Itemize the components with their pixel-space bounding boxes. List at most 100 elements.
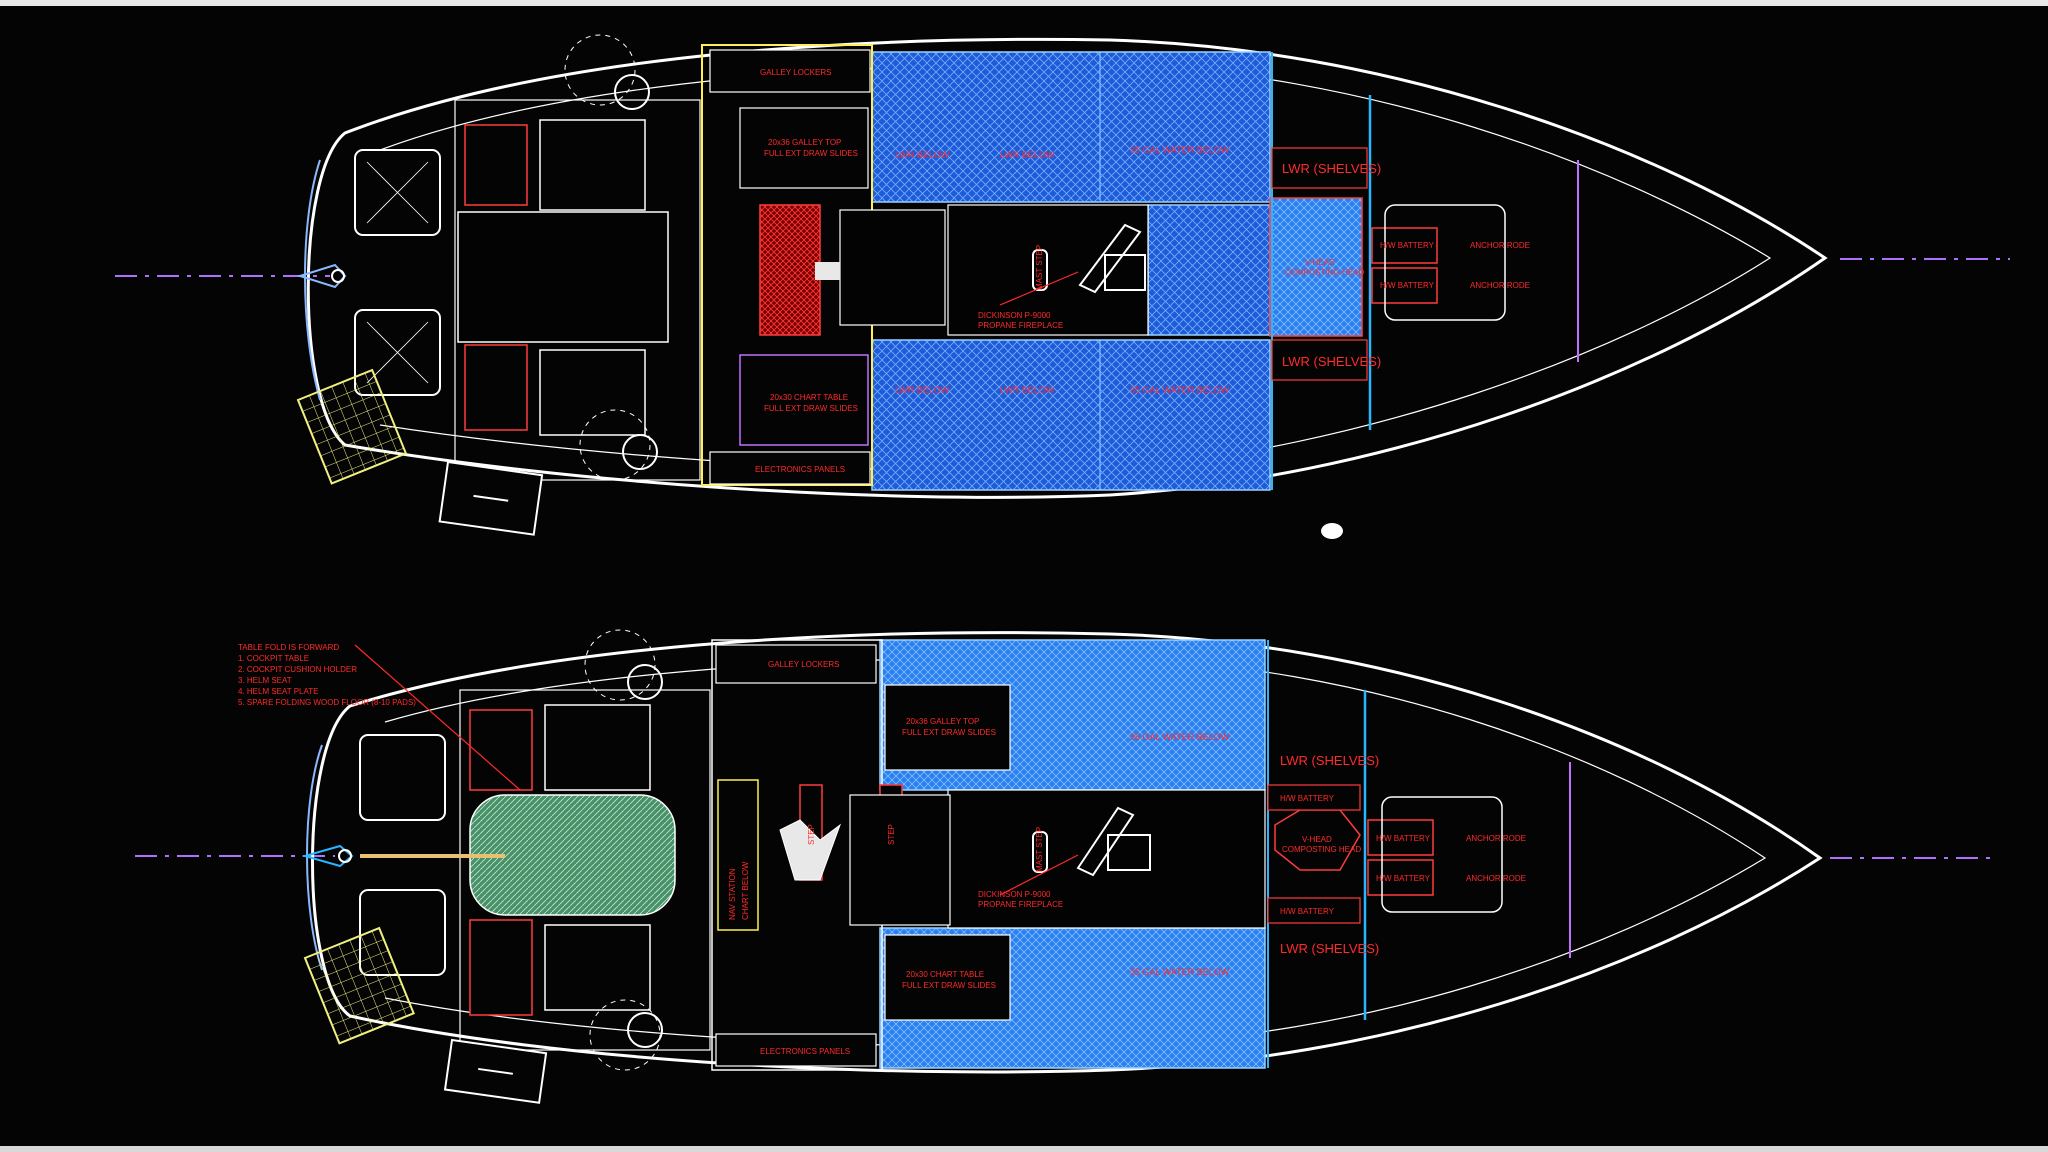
top-water-tank-2: 35 GAL WATER BELOW xyxy=(1130,385,1230,395)
bottom-lwr-shelves-2: LWR (SHELVES) xyxy=(1280,941,1379,956)
top-lwr-box-stbd xyxy=(1271,147,1368,189)
top-galley-lockers-label: GALLEY LOCKERS xyxy=(760,68,831,77)
bottom-galley-lockers-label: GALLEY LOCKERS xyxy=(768,660,839,669)
bottom-engine-stbd xyxy=(544,704,651,791)
top-rudder xyxy=(296,263,347,289)
top-galley-slides-label: FULL EXT DRAW SLIDES xyxy=(764,149,858,158)
top-locker-port xyxy=(464,344,528,431)
window-bottom-edge xyxy=(0,1146,2048,1152)
top-step-plate xyxy=(438,460,544,536)
callout-line-5: 5. SPARE FOLDING WOOD FLOOR (8-10 PADS) xyxy=(238,698,416,707)
bottom-galley-lockers-box xyxy=(715,644,877,684)
bottom-locker-stbd xyxy=(469,709,533,791)
top-battery-1: H/W BATTERY xyxy=(1380,241,1435,250)
top-mast-step xyxy=(1032,249,1048,291)
top-engine-stbd xyxy=(539,119,646,211)
bottom-nav-station-label: NAV STATION xyxy=(728,868,737,920)
bottom-galley-slides-label: FULL EXT DRAW SLIDES xyxy=(902,728,996,737)
bottom-step-label-1: STEP xyxy=(807,824,816,845)
bottom-electronics-box xyxy=(715,1033,877,1067)
bottom-head-sub: COMPOSTING HEAD xyxy=(1282,845,1361,854)
top-head-label: V-HEAD xyxy=(1305,258,1335,267)
bottom-battery-label-a: H/W BATTERY xyxy=(1280,794,1335,803)
top-chart-table-label: 20x30 CHART TABLE xyxy=(770,393,848,402)
top-tank-port xyxy=(871,339,1271,491)
top-fireplace-leader xyxy=(999,271,1079,306)
bottom-chart-inset xyxy=(884,934,1011,1021)
bottom-nav-station xyxy=(717,779,759,931)
bottom-battery-label-d: H/W BATTERY xyxy=(1376,874,1431,883)
top-lwr-below-2: LWR BELOW xyxy=(1000,150,1055,160)
top-winch-port xyxy=(622,434,658,470)
top-anchor-frame xyxy=(1384,204,1506,321)
top-electronics-box xyxy=(709,451,871,485)
bottom-chart-table-label: 20x30 CHART TABLE xyxy=(906,970,984,979)
callout-title: TABLE FOLD IS FORWARD xyxy=(238,643,339,652)
bottom-step-plate xyxy=(443,1038,548,1104)
top-winch-port-dash xyxy=(579,409,651,481)
bottom-mast-step xyxy=(1032,831,1048,873)
bottom-deck-plan: GALLEY LOCKERS 20x36 GALLEY TOP FULL EXT… xyxy=(135,629,1995,1104)
bottom-engine-port xyxy=(544,924,651,1011)
bottom-fireplace-label-2: PROPANE FIREPLACE xyxy=(978,900,1063,909)
bottom-fireplace-pipe xyxy=(1076,806,1135,877)
bottom-companion-box xyxy=(849,794,951,926)
top-battery-port xyxy=(1371,267,1438,304)
top-cockpit-frame xyxy=(454,99,701,481)
bottom-fireplace-label-1: DICKINSON P-9000 xyxy=(978,890,1051,899)
bottom-water-tank-1: 35 GAL WATER BELOW xyxy=(1130,732,1230,742)
top-battery-2: H/W BATTERY xyxy=(1380,281,1435,290)
top-winch-stbd-dash xyxy=(564,34,636,106)
top-lwr-shelves-1: LWR (SHELVES) xyxy=(1282,161,1381,176)
top-lwr-below-4: LWR BELOW xyxy=(1000,385,1055,395)
bottom-battery-port xyxy=(1367,859,1434,896)
callout-line-1: 1. COCKPIT TABLE xyxy=(238,654,309,663)
bottom-locker-port xyxy=(469,919,533,1016)
top-companionway xyxy=(759,204,821,336)
cursor-mark xyxy=(1321,523,1343,539)
bottom-winch-port-dash xyxy=(589,999,661,1071)
bottom-mast-step-label: MAST STEP xyxy=(1035,827,1044,872)
top-chart-slides-label: FULL EXT DRAW SLIDES xyxy=(764,404,858,413)
top-lwr-shelves-2: LWR (SHELVES) xyxy=(1282,354,1381,369)
bottom-fireplace-leader xyxy=(999,854,1079,896)
top-winch-stbd xyxy=(614,74,650,110)
top-swim-ladder xyxy=(296,368,408,485)
top-anchor-rode-2: ANCHOR RODE xyxy=(1470,281,1530,290)
top-rudder-post xyxy=(331,269,345,283)
top-fireplace-box xyxy=(1104,254,1146,291)
top-stair-steps xyxy=(815,262,840,280)
top-mast-step-label: MAST STEP xyxy=(1035,245,1044,290)
callout-line-2: 2. COCKPIT CUSHION HOLDER xyxy=(238,665,357,674)
top-hatch-port xyxy=(354,309,441,396)
bottom-swim-ladder xyxy=(303,926,415,1045)
top-locker-stbd xyxy=(464,124,528,206)
bottom-saloon-sole xyxy=(947,789,1266,929)
top-head-sub: COMPOSTING HEAD xyxy=(1285,268,1364,277)
top-engine-port xyxy=(539,349,646,436)
top-hatch-stbd xyxy=(354,149,441,236)
top-tank-mid xyxy=(1147,204,1271,336)
bottom-winch-port xyxy=(627,1012,663,1048)
bottom-winch-stbd xyxy=(627,664,663,700)
top-lwr-below-1: LWR BELOW xyxy=(895,150,950,160)
bottom-step-label-2: STEP xyxy=(887,824,896,845)
callout-line-3: 3. HELM SEAT xyxy=(238,676,292,685)
top-head-hatch xyxy=(1269,197,1363,337)
bottom-galley-top-label: 20x36 GALLEY TOP xyxy=(906,717,979,726)
bottom-hatch-stbd xyxy=(359,734,446,821)
top-water-tank-1: 35 GAL WATER BELOW xyxy=(1130,145,1230,155)
top-fireplace-label-1: DICKINSON P-9000 xyxy=(978,311,1051,320)
bottom-companion-zigzag xyxy=(779,819,842,881)
bottom-callout-leader xyxy=(354,644,521,791)
top-fireplace-pipe xyxy=(1078,223,1142,294)
top-tank-starboard xyxy=(871,51,1271,203)
top-hatch-stbd-x xyxy=(366,161,429,224)
bottom-cockpit-frame xyxy=(459,689,711,1051)
bottom-battery-label-b: H/W BATTERY xyxy=(1280,907,1335,916)
bottom-battery-b xyxy=(1267,897,1361,924)
bottom-anchor-frame xyxy=(1381,796,1503,913)
top-lwr-box-port xyxy=(1271,339,1368,381)
